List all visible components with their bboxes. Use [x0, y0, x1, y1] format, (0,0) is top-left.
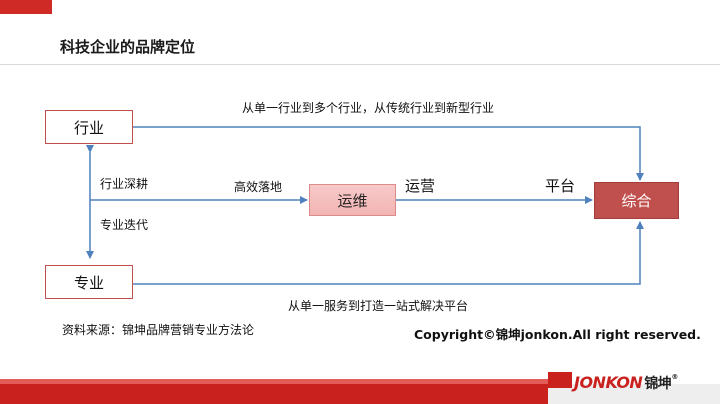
header-accent-square — [40, 4, 50, 14]
label-platform: 平台 — [545, 177, 576, 195]
label-top-route: 从单一行业到多个行业，从传统行业到新型行业 — [242, 101, 495, 115]
footer-grey-band — [548, 384, 720, 404]
label-running: 运营 — [405, 177, 436, 195]
logo-cn: 锦坤 — [644, 376, 672, 392]
title-divider — [0, 64, 720, 65]
node-operation: 运维 — [309, 184, 396, 216]
label-iterate: 专业迭代 — [100, 218, 149, 232]
copyright-note: Copyright©锦坤jonkon.All right reserved. — [414, 327, 701, 342]
logo-mark — [548, 372, 572, 388]
node-profession: 专业 — [45, 265, 133, 299]
node-integrated: 综合 — [594, 182, 679, 219]
label-bottom-route: 从单一服务到打造一站式解决平台 — [288, 299, 469, 313]
node-industry: 行业 — [45, 110, 133, 144]
label-deep: 行业深耕 — [100, 177, 149, 191]
label-landing: 高效落地 — [234, 180, 283, 194]
edge-profession-integrated — [133, 221, 644, 285]
logo-registered: ® — [671, 373, 678, 381]
footer-accent-strip — [0, 379, 548, 384]
logo-brand: JONKON — [574, 373, 643, 392]
page-title: 科技企业的品牌定位 — [60, 38, 196, 56]
edge-industry-integrated — [133, 126, 644, 181]
header-accent-bar — [0, 0, 52, 14]
footer-red-band — [0, 384, 548, 404]
source-note: 资料来源：锦坤品牌营销专业方法论 — [62, 323, 255, 337]
